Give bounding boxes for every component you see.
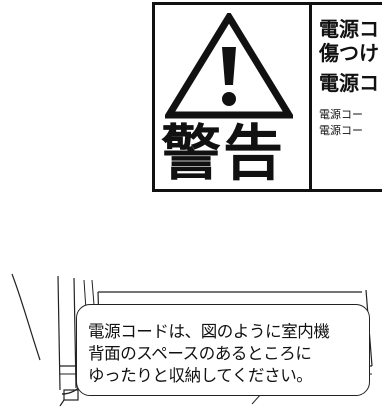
warning-triangle-icon [165, 13, 293, 119]
warning-divider [309, 5, 312, 189]
callout-text-line-2: 背面のスペースのあるところに [88, 344, 312, 363]
warning-text-line-3: 電源コ [319, 71, 379, 95]
warning-text-line-2: 傷つけ [319, 41, 379, 65]
warning-title: 警告 [161, 119, 285, 189]
warning-text-line-4: 電源コー [319, 108, 363, 121]
callout-text-line-3: ゆったりと収納してください。 [88, 366, 313, 385]
warning-panel: 警告 電源コ 傷つけ 電源コ 電源コー 電源コー [152, 2, 382, 192]
callout-box [76, 304, 370, 396]
warning-text-line-1: 電源コ [319, 17, 379, 41]
warning-text-line-5: 電源コー [319, 124, 363, 137]
callout-text-line-1: 電源コードは、図のように室内機 [88, 322, 330, 341]
